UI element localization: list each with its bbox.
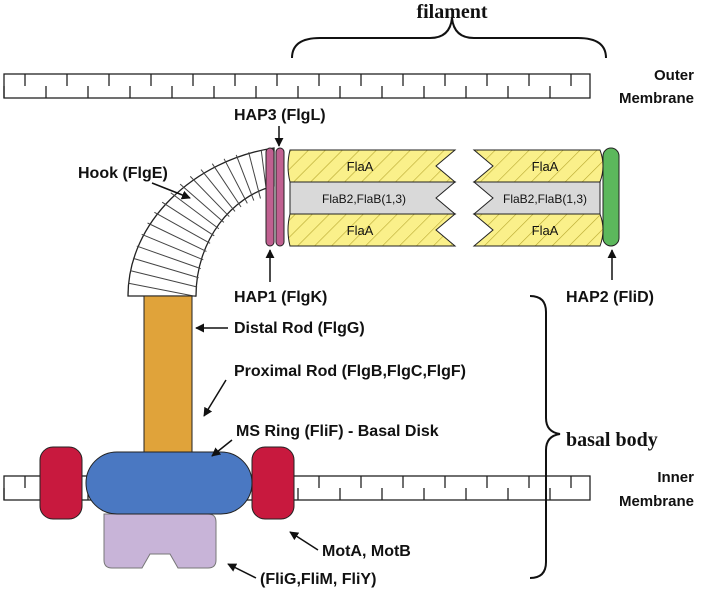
distal-rod-label: Distal Rod (FlgG) xyxy=(234,320,365,337)
hap2-cap xyxy=(602,147,620,247)
inner-membrane-label-line1: Inner xyxy=(657,469,694,486)
filament-segment-1: FlaA FlaB2,FlaB(1,3) FlaA xyxy=(287,149,457,247)
hook-label: Hook (FlgE) xyxy=(78,165,168,182)
filament-segment-2: FlaA FlaB2,FlaB(1,3) FlaA xyxy=(472,149,604,247)
segment2-flaA-top-label: FlaA xyxy=(532,159,559,174)
mot-arrow xyxy=(289,531,319,551)
segment1-flaB-label: FlaB2,FlaB(1,3) xyxy=(322,192,406,206)
hook xyxy=(127,147,275,297)
segment1-flaA-bottom xyxy=(287,213,457,247)
segment1-flaA-top xyxy=(287,149,457,183)
hook-arrow xyxy=(151,182,191,200)
switch-label: (FliG,FliM, FliY) xyxy=(260,571,376,588)
proximal-rod-label: Proximal Rod (FlgB,FlgC,FlgF) xyxy=(234,363,466,380)
hap1-cap xyxy=(275,147,285,247)
mot-protein-right xyxy=(251,446,295,520)
hap1-label: HAP1 (FlgK) xyxy=(234,289,327,306)
segment2-flaA-bottom-label: FlaA xyxy=(532,223,559,238)
ms-ring xyxy=(85,451,253,515)
segment1-flaA-bottom-label: FlaA xyxy=(347,223,374,238)
mot-protein-left xyxy=(39,446,83,520)
inner-membrane-label-line2: Membrane xyxy=(619,493,694,510)
filament-bracket: filament xyxy=(291,1,607,59)
hap3-cap xyxy=(265,147,275,247)
hap2-label: HAP2 (FliD) xyxy=(566,289,654,306)
hap3-label: HAP3 (FlgL) xyxy=(234,107,326,124)
proximal-rod-arrow xyxy=(203,379,227,417)
segment1-flaA-top-label: FlaA xyxy=(347,159,374,174)
switch-complex xyxy=(103,513,217,569)
segment2-flaB-label: FlaB2,FlaB(1,3) xyxy=(503,192,587,206)
outer-membrane-label-line2: Membrane xyxy=(619,90,694,107)
basal-body-bracket xyxy=(529,295,561,579)
switch-arrow xyxy=(227,563,257,579)
filament-label: filament xyxy=(416,1,487,23)
mot-label: MotA, MotB xyxy=(322,543,411,560)
ms-ring-label: MS Ring (FliF) - Basal Disk xyxy=(236,423,439,440)
basal-body-label: basal body xyxy=(566,429,658,451)
outer-membrane-label-line1: Outer xyxy=(654,67,694,84)
rod xyxy=(143,295,193,463)
ms-ring-arrow xyxy=(211,439,233,457)
outer-membrane xyxy=(3,73,591,99)
segment1-flaB-middle xyxy=(289,181,457,215)
